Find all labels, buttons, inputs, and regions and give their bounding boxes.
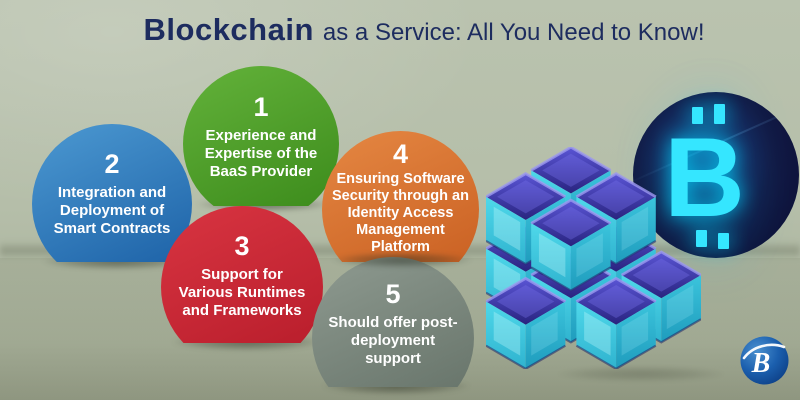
bitcoin-prong [714,104,725,124]
step-number: 4 [392,139,409,170]
bitcoin-letter: B [664,115,745,240]
title-tagline: as a Service: All You Need to Know! [322,19,705,46]
step-number: 3 [234,230,250,261]
step-label: Ensuring Software Security through an Id… [332,171,469,255]
step-label: Support for Various Runtimes and Framewo… [178,265,306,319]
step-bubble-2: 2 Integration and Deployment of Smart Co… [32,124,192,262]
company-logo: B [740,336,789,385]
page-title: Blockchain as a Service: All You Need to … [0,12,800,48]
step-number: 1 [253,91,269,122]
step-number: 5 [385,278,401,309]
step-label: Integration and Deployment of Smart Cont… [53,183,171,237]
bubble-shadow-4 [332,252,472,268]
step-label: Experience and Expertise of the BaaS Pro… [204,126,318,180]
step-bubble-1: 1 Experience and Expertise of the BaaS P… [183,66,339,206]
cube-shadow [556,366,726,382]
bitcoin-prong [696,230,707,247]
bitcoin-prong [718,233,729,249]
bitcoin-prong [692,107,703,124]
step-label: Should offer post- deployment support [328,313,458,367]
title-brand: Blockchain [143,12,314,47]
step-number: 2 [104,148,120,179]
bitcoin-icon: B [650,104,790,256]
step-bubble-3: 3 Support for Various Runtimes and Frame… [161,206,323,343]
step-bubble-4: 4 Ensuring Software Security through an … [322,131,479,262]
step-bubble-5: 5 Should offer post- deployment support [312,257,474,387]
logo-letter: B [751,348,771,379]
blockchain-cubes-icon [486,147,701,369]
